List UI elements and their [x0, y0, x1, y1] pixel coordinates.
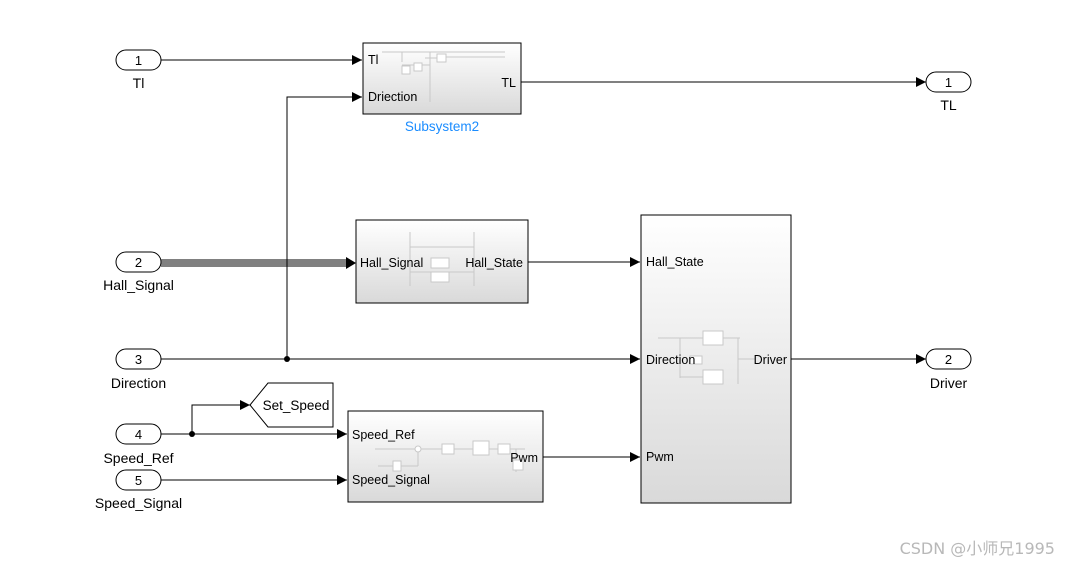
subsystem2-preview	[382, 51, 505, 102]
line-hall-signal-bus[interactable]	[161, 257, 356, 269]
svg-text:4: 4	[135, 427, 142, 442]
inport-1-label: Tl	[133, 75, 145, 91]
driver-preview	[658, 330, 755, 385]
inport-3-label: Direction	[111, 375, 166, 391]
hall-decoder-preview	[409, 232, 475, 286]
svg-text:Speed_Signal: Speed_Signal	[352, 473, 430, 487]
inport-4-label: Speed_Ref	[103, 450, 173, 466]
inport-5[interactable]: 5 Speed_Signal	[95, 469, 182, 511]
svg-text:Hall_State: Hall_State	[465, 256, 523, 270]
inport-5-label: Speed_Signal	[95, 495, 182, 511]
driver-block[interactable]: Hall_State Direction Pwm Driver	[640, 214, 792, 504]
inport-2[interactable]: 2 Hall_Signal	[103, 251, 174, 293]
subsystem2-block[interactable]: Tl Driection TL	[362, 42, 522, 115]
svg-text:1: 1	[135, 53, 142, 68]
goto-set-speed[interactable]: Set_Speed	[249, 382, 334, 428]
line-direction-branch[interactable]	[286, 92, 362, 359]
signal-lines	[161, 55, 926, 485]
svg-text:Speed_Ref: Speed_Ref	[352, 428, 415, 442]
svg-text:Pwm: Pwm	[646, 450, 674, 464]
inport-1[interactable]: 1 Tl	[115, 49, 162, 91]
svg-text:2: 2	[135, 255, 142, 270]
svg-text:2: 2	[945, 352, 952, 367]
line-speed-ref-branch[interactable]	[191, 400, 250, 434]
outport-2[interactable]: 2 Driver	[925, 348, 972, 391]
branch-point-speed-ref	[189, 431, 195, 437]
branch-point-direction	[284, 356, 290, 362]
svg-text:Direction: Direction	[646, 353, 695, 367]
svg-text:5: 5	[135, 473, 142, 488]
svg-text:Tl: Tl	[368, 53, 378, 67]
subsystem2-name: Subsystem2	[405, 119, 479, 134]
svg-text:Hall_State: Hall_State	[646, 255, 704, 269]
hall-decoder-block[interactable]: Hall_Signal Hall_State	[355, 219, 529, 304]
outport-1-label: TL	[940, 97, 957, 113]
svg-text:3: 3	[135, 352, 142, 367]
outport-2-label: Driver	[930, 375, 968, 391]
svg-text:Driver: Driver	[754, 353, 787, 367]
svg-text:Set_Speed: Set_Speed	[263, 398, 330, 413]
speed-controller-preview	[375, 440, 525, 472]
inport-3[interactable]: 3 Direction	[111, 348, 166, 391]
svg-text:Hall_Signal: Hall_Signal	[360, 256, 423, 270]
outport-1[interactable]: 1 TL	[925, 71, 972, 113]
svg-text:Pwm: Pwm	[510, 451, 538, 465]
svg-text:Driection: Driection	[368, 90, 417, 104]
svg-text:1: 1	[945, 75, 952, 90]
svg-text:TL: TL	[501, 76, 516, 90]
speed-controller-block[interactable]: Speed_Ref Speed_Signal Pwm	[347, 410, 544, 503]
inport-4[interactable]: 4 Speed_Ref	[103, 423, 174, 466]
watermark: CSDN @小师兄1995	[899, 539, 1055, 558]
inport-2-label: Hall_Signal	[103, 277, 174, 293]
